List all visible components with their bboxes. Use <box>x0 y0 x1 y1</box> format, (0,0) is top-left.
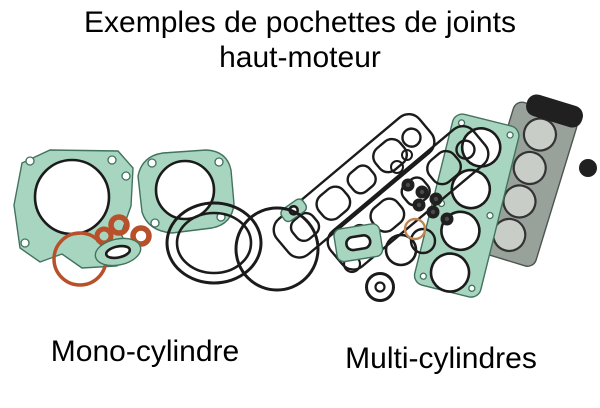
metal-head-gasket <box>471 101 578 267</box>
washer-seal <box>365 272 395 302</box>
small-port-gasket <box>333 223 384 263</box>
rubber-cam-seal <box>526 94 597 177</box>
image-title: Exemples de pochettes de joints haut-mot… <box>0 5 600 75</box>
title-line-2: haut-moteur <box>219 41 381 74</box>
large-o-rings <box>165 201 320 292</box>
mono-base-gasket <box>13 149 134 269</box>
label-mono-cylindre: Mono-cylindre <box>50 335 240 368</box>
title-line-1: Exemples de pochettes de joints <box>84 6 516 39</box>
label-multi-cylindres: Multi-cylindres <box>345 342 537 375</box>
small-oval-gasket <box>94 237 142 267</box>
mono-head-gasket <box>137 149 235 234</box>
valve-stem-seals <box>401 178 454 226</box>
